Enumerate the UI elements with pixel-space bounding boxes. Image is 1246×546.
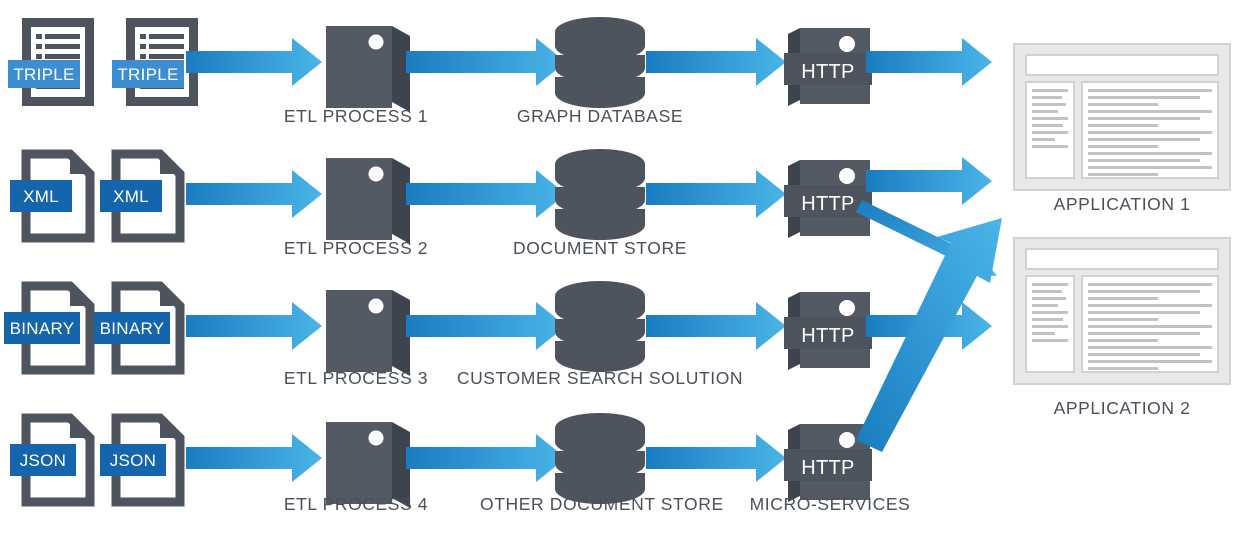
arrow-store-to-endpoint-4 <box>646 434 786 482</box>
micro-services-label: MICRO-SERVICES <box>749 494 911 514</box>
format-badge-xml-1: XML <box>10 180 72 212</box>
format-badge-label: XML <box>23 187 59 206</box>
format-badge-label: JSON <box>110 451 157 470</box>
http-label-row-2: HTTP <box>801 193 854 215</box>
application-2-label: APPLICATION 2 <box>1053 398 1191 418</box>
format-badge-binary-1: BINARY <box>4 312 80 344</box>
arrow-endpoint2-to-application1 <box>866 157 992 205</box>
application-1-window[interactable] <box>1013 43 1231 191</box>
etl-process-3-icon <box>326 290 410 376</box>
http-label-row-3: HTTP <box>801 325 854 347</box>
pipeline-row-4: HTTP <box>26 413 872 508</box>
format-badge-label: BINARY <box>10 319 75 338</box>
format-badge-binary-2: BINARY <box>94 312 170 344</box>
etl-process-4-label: ETL PROCESS 4 <box>283 494 429 514</box>
format-badge-triple-2: TRIPLE <box>112 60 184 88</box>
arrow-store-to-endpoint-1 <box>646 38 786 86</box>
pipeline-row-2: HTTP <box>26 149 992 244</box>
other-document-store-icon <box>555 413 645 504</box>
arrow-etl-to-store-1 <box>406 38 566 86</box>
graph-database-label: GRAPH DATABASE <box>516 106 684 126</box>
arrow-store-to-endpoint-3 <box>646 302 786 350</box>
document-store-label: DOCUMENT STORE <box>512 238 688 258</box>
arrow-endpoint1-to-application1 <box>866 38 992 86</box>
format-badge-label: JSON <box>20 451 67 470</box>
search-solution-label: CUSTOMER SEARCH SOLUTION <box>456 368 744 388</box>
arrow-etl-to-store-4 <box>406 434 566 482</box>
format-badge-label: TRIPLE <box>13 65 74 84</box>
application-2-window[interactable] <box>1013 237 1231 385</box>
arrow-source-to-etl-3 <box>186 302 322 350</box>
etl-process-2-icon <box>326 158 410 244</box>
etl-process-2-label: ETL PROCESS 2 <box>283 238 429 258</box>
arrow-etl-to-store-3 <box>406 302 566 350</box>
arrow-store-to-endpoint-2 <box>646 170 786 218</box>
format-badge-json-2: JSON <box>100 444 166 476</box>
arrow-etl-to-store-2 <box>406 170 566 218</box>
http-label-row-4: HTTP <box>801 457 854 479</box>
etl-process-3-label: ETL PROCESS 3 <box>283 368 429 388</box>
format-badge-label: XML <box>113 187 149 206</box>
format-badge-xml-2: XML <box>100 180 162 212</box>
etl-process-1-label: ETL PROCESS 1 <box>283 106 429 126</box>
format-badge-triple-1: TRIPLE <box>8 60 80 88</box>
other-document-store-label: OTHER DOCUMENT STORE <box>480 494 724 514</box>
format-badge-label: BINARY <box>100 319 165 338</box>
document-store-icon <box>555 149 645 240</box>
etl-process-1-icon <box>326 26 410 112</box>
arrow-microservices-to-application1-diagonal <box>856 218 1002 452</box>
format-badge-json-1: JSON <box>10 444 76 476</box>
arrow-source-to-etl-2 <box>186 170 322 218</box>
arrow-source-to-etl-1 <box>186 38 322 86</box>
graph-database-icon <box>555 17 645 108</box>
search-solution-icon <box>555 281 645 372</box>
http-label-row-1: HTTP <box>801 61 854 83</box>
format-badge-label: TRIPLE <box>117 65 178 84</box>
pipeline-row-3: HTTP <box>26 281 992 376</box>
arrow-source-to-etl-4 <box>186 434 322 482</box>
pipeline-row-1: HTTP <box>22 17 992 112</box>
application-1-label: APPLICATION 1 <box>1053 194 1191 214</box>
